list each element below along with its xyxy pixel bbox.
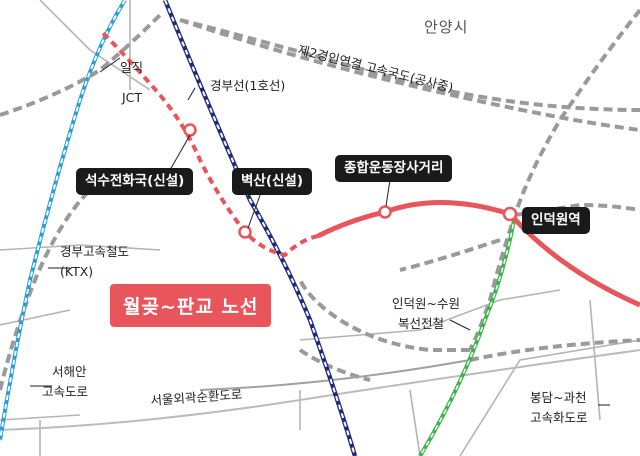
ring-road-gray <box>199 359 471 391</box>
seohaean-label-2: 고속도로 <box>42 384 89 399</box>
gyeongbu-railway <box>162 0 358 456</box>
suwon-line-label-1: 인덕원~수원 <box>392 296 460 311</box>
ktx-line <box>0 0 127 441</box>
ilji-jct-label-2: JCT <box>122 90 143 105</box>
route-solid <box>316 200 640 308</box>
station-label-indeogwon: 인덕원역 <box>522 207 590 234</box>
route-dashed <box>98 28 319 258</box>
expressway-dashed <box>0 8 640 391</box>
station-label-byeoksan: 벽산(신설) <box>232 168 313 195</box>
bongdam-label-2: 고속화도로 <box>530 410 588 425</box>
gyeongbu-line-label: 경부선(1호선) <box>210 78 286 93</box>
station-markers <box>183 123 518 239</box>
suwon-line <box>418 214 517 456</box>
ktx-label-2: (KTX) <box>60 264 94 279</box>
suwon-line-label-2: 복선전철 <box>398 316 445 331</box>
station-marker-indeogwon <box>502 206 518 222</box>
station-marker-seoksu <box>183 123 197 137</box>
ktx-label-1: 경부고속철도 <box>60 244 130 259</box>
ilji-jct-label-1: 일직 <box>120 60 144 75</box>
route-title: 월곶~판교 노선 <box>110 284 272 327</box>
station-label-sports: 종합운동장사거리 <box>335 155 453 182</box>
seohaean-label-1: 서해안 <box>52 364 87 379</box>
ring-road <box>0 349 640 431</box>
station-marker-byeoksan <box>238 225 252 239</box>
station-marker-sports <box>378 205 392 219</box>
city-label: 안양시 <box>424 18 469 36</box>
station-label-seoksu: 석수전화국(신설) <box>76 168 194 195</box>
leader-lines <box>30 57 610 406</box>
bongdam-label-1: 봉담~과천 <box>530 390 587 405</box>
